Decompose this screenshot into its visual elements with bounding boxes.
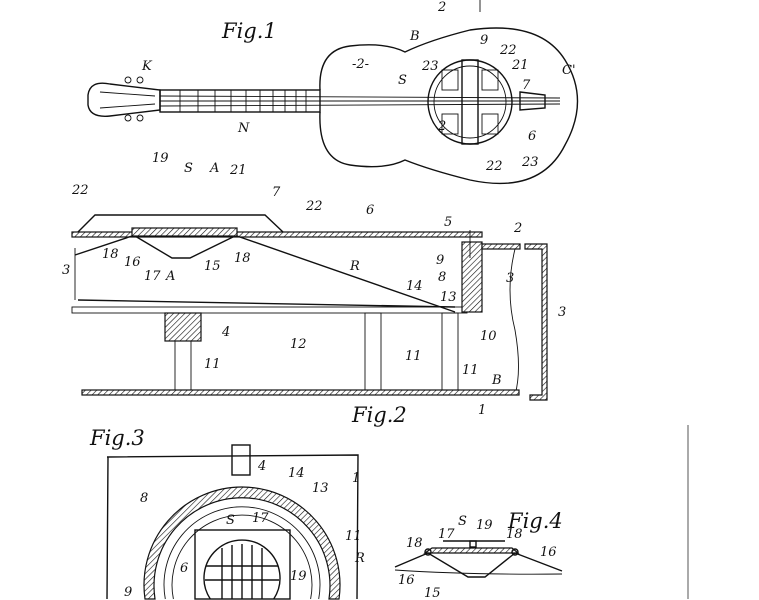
- ring-hatched: [143, 486, 341, 600]
- reference-label: 3: [62, 263, 70, 278]
- reference-label: R: [349, 259, 360, 274]
- reference-label: -2-: [352, 57, 369, 72]
- body-outline: [106, 454, 359, 600]
- reference-label: 23: [521, 155, 539, 170]
- reference-label: 7: [522, 78, 531, 93]
- reference-label: 3: [506, 271, 514, 286]
- figure-4-labels: S 19 17 18 18 R 16 16 15: [354, 514, 557, 600]
- guitar-body: [319, 27, 579, 185]
- reference-label: 18: [506, 527, 523, 542]
- reference-label: 16: [124, 255, 141, 270]
- guitar-headstock: [87, 82, 161, 117]
- reference-label: 17: [144, 269, 161, 284]
- figure-4-title: Fig.4: [507, 509, 563, 533]
- reference-label: 15: [204, 259, 221, 274]
- back-plate: [81, 389, 520, 396]
- figure-2-section: [71, 214, 548, 401]
- reference-label: A: [209, 161, 219, 176]
- reference-label: 2: [437, 0, 446, 15]
- resonator-cone: [134, 235, 236, 259]
- reference-label: 14: [406, 279, 423, 294]
- reference-label: 22: [485, 159, 503, 174]
- figure-2-title: Fig.2: [351, 403, 407, 427]
- reference-label: 19: [290, 569, 307, 584]
- reference-label: B: [409, 29, 420, 44]
- reference-label: 8: [140, 491, 148, 506]
- reference-label: 13: [440, 290, 457, 305]
- reference-label: 1: [352, 471, 360, 486]
- reference-label: 22: [499, 43, 517, 58]
- reference-label: 9: [436, 253, 444, 268]
- reference-label: 2: [437, 119, 446, 134]
- reference-label: 6: [180, 561, 188, 576]
- reference-label: 19: [152, 151, 169, 166]
- reference-label: S: [398, 73, 407, 88]
- reference-label: S: [226, 513, 235, 528]
- reference-label: 11: [462, 363, 479, 378]
- reference-label: 10: [480, 329, 497, 344]
- reference-label: 11: [405, 349, 422, 364]
- reference-label: 19: [476, 518, 493, 533]
- reference-label: A: [165, 269, 175, 284]
- ring-8: [461, 241, 483, 313]
- reference-label: 18: [102, 247, 119, 262]
- reference-label: 2: [513, 221, 522, 236]
- reference-label: 1: [478, 403, 486, 418]
- figure-1-title: Fig.1: [221, 19, 277, 43]
- reference-label: 16: [398, 573, 415, 588]
- reference-label: 8: [438, 270, 446, 285]
- reference-label: 4: [257, 459, 266, 474]
- reference-label: 7: [272, 185, 281, 200]
- reference-label: 22: [71, 183, 89, 198]
- figure-3-title: Fig.3: [89, 426, 145, 450]
- reference-label: 21: [229, 163, 247, 178]
- reference-label: 13: [312, 481, 329, 496]
- figure-1-guitar: [87, 0, 579, 185]
- top-plate: [71, 231, 483, 238]
- reference-label: 18: [406, 536, 423, 551]
- reference-label: 6: [528, 129, 536, 144]
- reference-label: 9: [480, 33, 488, 48]
- figure-1-labels: K N 2 B -2- S 23 9 22 21 7 C' 2 6 22 23: [141, 0, 576, 174]
- figure-2-labels: 19 S A 21 22 7 22 6 5 2 3 18 16 17 A 15 …: [62, 151, 566, 418]
- reference-label: 11: [345, 529, 362, 544]
- block-4: [164, 312, 202, 342]
- reference-label: 17: [438, 527, 455, 542]
- tailpiece: [519, 91, 546, 111]
- cone-cap: [131, 227, 238, 237]
- reference-label: K: [141, 59, 153, 74]
- reference-label: 21: [511, 58, 529, 73]
- reference-label: 23: [421, 59, 439, 74]
- reference-label: R: [354, 551, 365, 566]
- reference-label: 18: [234, 251, 251, 266]
- reference-label: 15: [424, 586, 441, 600]
- reference-label: S: [184, 161, 193, 176]
- reference-label: 12: [290, 337, 307, 352]
- reference-label: 3: [558, 305, 566, 320]
- reference-label: 9: [124, 585, 132, 600]
- reference-label: C': [562, 63, 576, 78]
- reference-label: 4: [221, 325, 230, 340]
- reference-label: S: [458, 514, 467, 529]
- cover-plate: [77, 214, 284, 233]
- reference-label: B: [491, 373, 502, 388]
- reference-label: 17: [252, 511, 269, 526]
- figure-3-plan: [106, 444, 359, 600]
- reference-label: 11: [204, 357, 221, 372]
- reference-label: 14: [288, 466, 305, 481]
- reference-label: 5: [444, 215, 452, 230]
- reference-label: 6: [366, 203, 374, 218]
- reference-label: 22: [305, 199, 323, 214]
- figure-3-labels: 4 14 13 1 8 11 S 17 6 19 9: [124, 459, 362, 600]
- figure-4-detail: [394, 540, 563, 578]
- reference-label: 16: [540, 545, 557, 560]
- reference-label: N: [237, 121, 250, 136]
